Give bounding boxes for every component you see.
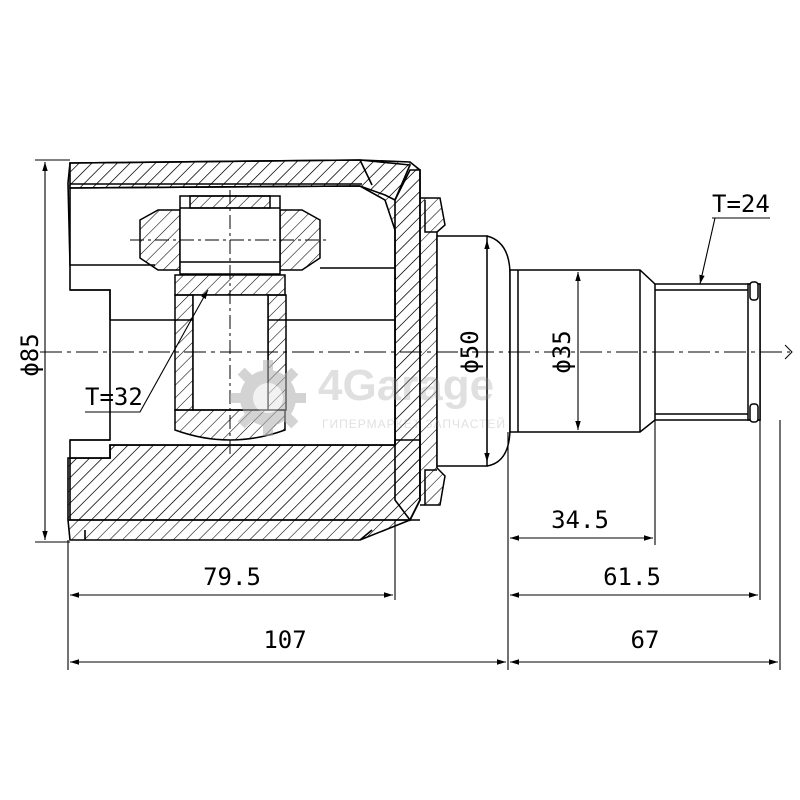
outer-diameter-label: ϕ85	[16, 333, 44, 376]
watermark-brand: 4Garage	[318, 361, 494, 410]
shaft-length-spline-label: 61.5	[603, 563, 661, 591]
watermark: 4Garage ГИПЕРМАРКЕТ ЗАПЧАСТЕЙ	[230, 360, 506, 436]
watermark-tagline: ГИПЕРМАРКЕТ ЗАПЧАСТЕЙ	[322, 416, 506, 431]
outer-teeth-label: T=24	[712, 190, 770, 218]
gear-icon	[230, 360, 306, 436]
housing-end-wall-section	[394, 169, 421, 522]
shaft-length-shoulder-label: 34.5	[551, 506, 609, 534]
tripod-trunnion	[174, 190, 287, 455]
shaft-diameter-label: ϕ35	[548, 330, 576, 373]
housing-bottom-wall-section	[69, 439, 421, 521]
flange-seal	[420, 197, 511, 506]
housing-upper-wall-section	[69, 159, 412, 202]
shaft-length-total-label: 67	[631, 626, 660, 654]
body-length-total-label: 107	[263, 626, 306, 654]
dimension-lines	[35, 159, 781, 670]
body-length-inner-label: 79.5	[203, 563, 261, 591]
flange-diameter-label: ϕ50	[456, 330, 484, 373]
inner-teeth-label: T=32	[85, 383, 143, 411]
axis-end-mark	[784, 344, 793, 360]
